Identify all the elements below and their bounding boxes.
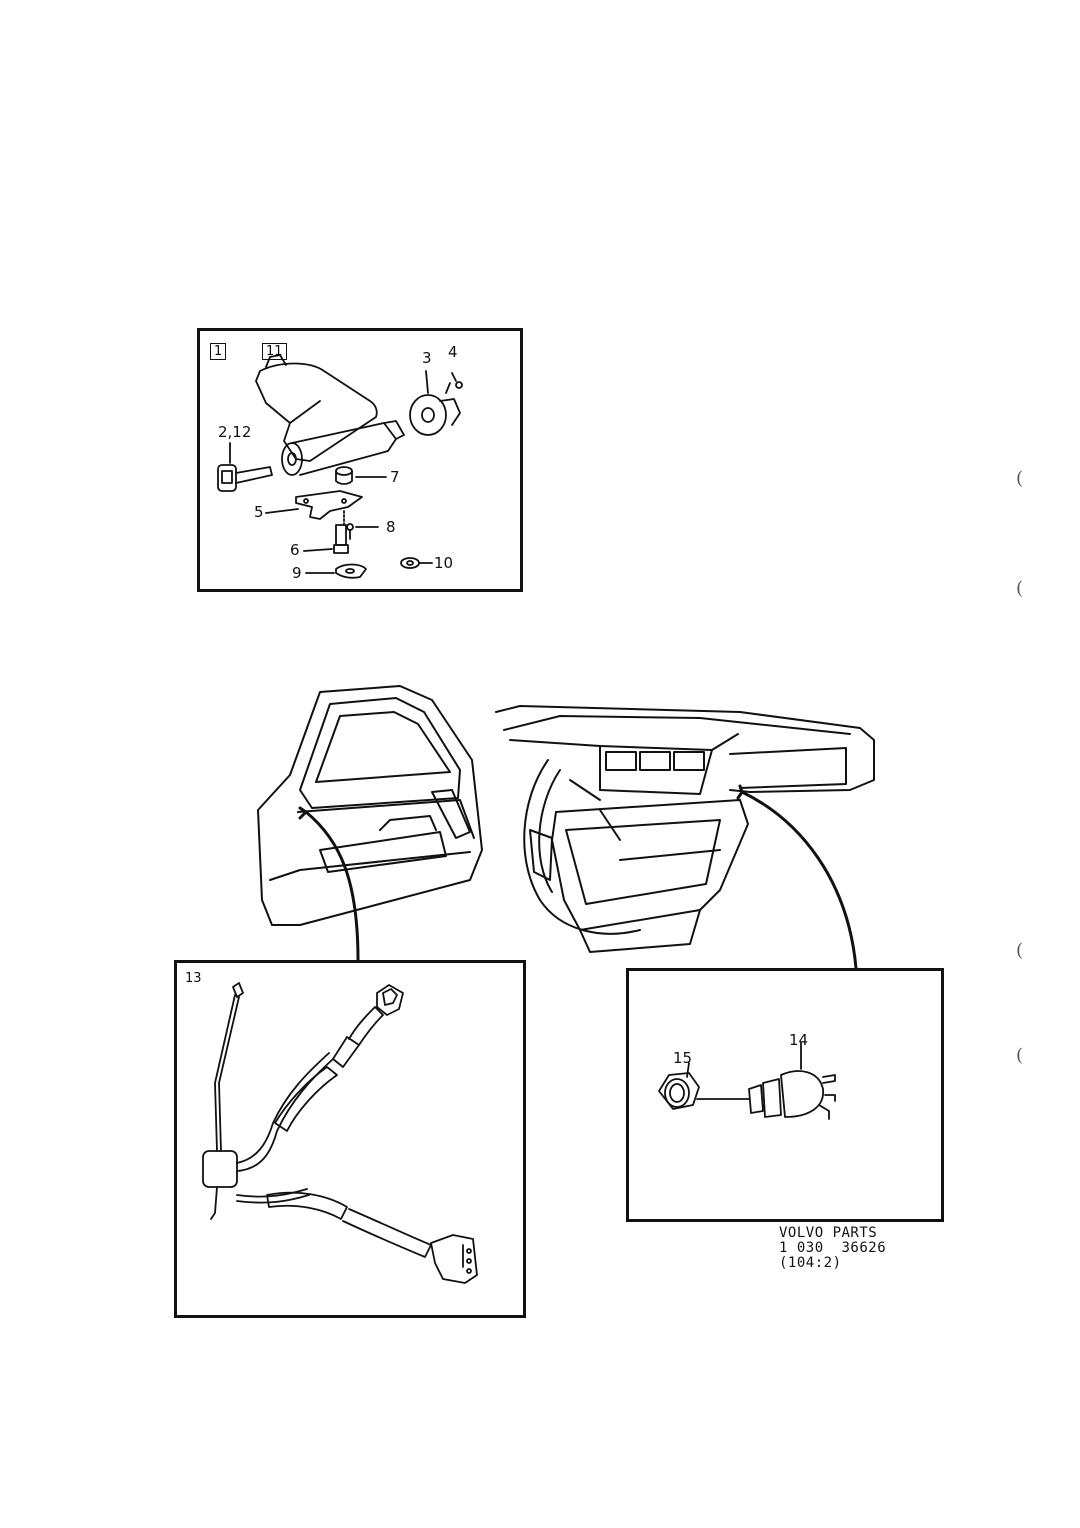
margin-mark: (	[1016, 468, 1024, 489]
reference-line-2: 1 030 36626	[779, 1240, 887, 1256]
margin-mark: (	[1016, 940, 1024, 961]
ignition-lock-drawing	[217, 354, 463, 579]
wiring-harness-drawing	[202, 982, 478, 1284]
dash-to-switch-arrow	[740, 790, 858, 970]
box-label-11: 11	[262, 343, 287, 360]
ignition-lock-panel: 1 11 3 4 2,12 7 5 8 6 9 10	[197, 328, 523, 592]
dashboard-outline	[495, 705, 875, 953]
margin-mark: (	[1016, 1045, 1024, 1066]
box-label-1: 1	[210, 343, 227, 360]
door-outline	[257, 685, 483, 926]
callout-2-12: 2,12	[218, 423, 252, 441]
part-reference: VOLVO PARTS 1 030 36626 (104:2)	[779, 1226, 886, 1271]
callout-5: 5	[254, 503, 264, 521]
switch-assembly-drawing	[658, 1042, 836, 1120]
callout-6: 6	[290, 541, 300, 559]
callout-4: 4	[448, 343, 458, 361]
door-to-harness-arrow	[304, 810, 360, 962]
callout-3: 3	[422, 349, 432, 367]
callout-9: 9	[292, 564, 302, 582]
switch-panel: 14 15	[626, 968, 944, 1222]
margin-mark: (	[1016, 578, 1024, 599]
callout-15: 15	[673, 1049, 693, 1067]
callout-7: 7	[390, 468, 400, 486]
panel-label-13: 13	[185, 971, 202, 986]
callout-10: 10	[434, 554, 454, 572]
callout-8: 8	[386, 518, 396, 536]
callout-14: 14	[789, 1031, 809, 1049]
reference-line-1: VOLVO PARTS	[779, 1225, 878, 1241]
reference-line-3: (104:2)	[779, 1255, 842, 1271]
door-harness-panel: 13	[174, 960, 526, 1318]
